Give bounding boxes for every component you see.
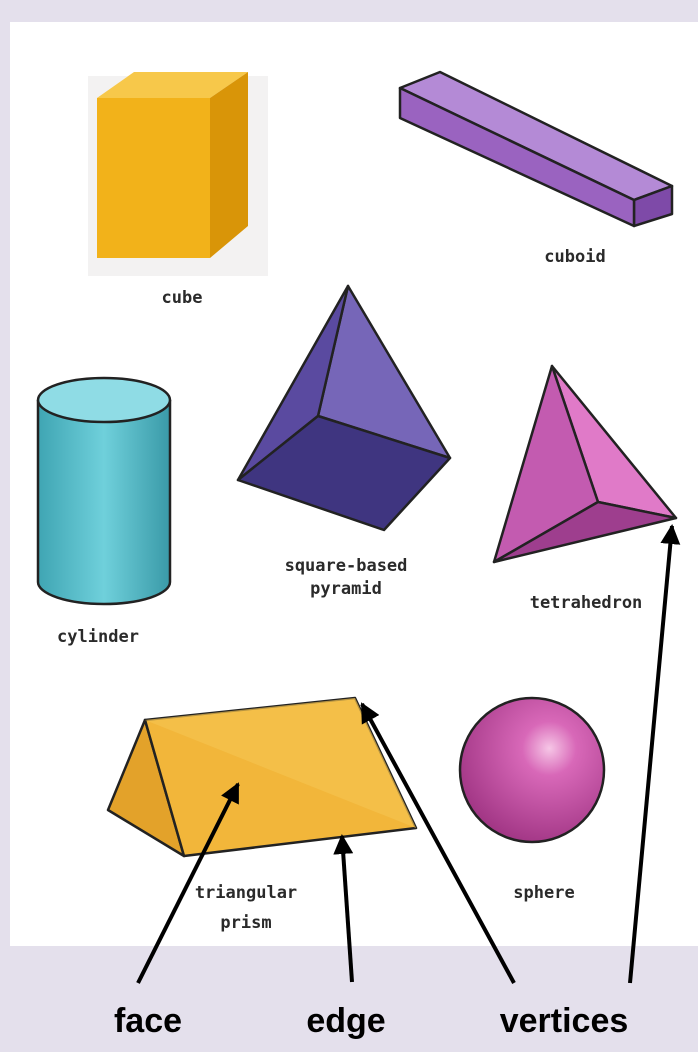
tetrahedron-label: tetrahedron [530,593,643,613]
face-term: face [114,1002,182,1040]
cuboid-label: cuboid [544,247,605,267]
edge-term: edge [306,1002,385,1040]
sphere-label: sphere [513,883,574,903]
prism-label-line1: triangular [195,883,297,903]
tetrahedron-shape [494,366,676,562]
sphere-shape [460,698,604,842]
cube-label: cube [162,288,203,308]
vertices-term: vertices [500,1002,629,1040]
pyramid-label-line1: square-based [285,556,408,576]
prism-label-line2: prism [220,913,271,933]
cylinder-label: cylinder [57,627,139,647]
cuboid-shape [400,72,672,226]
pyramid-label-line2: pyramid [310,579,382,599]
cube-shape [88,72,268,276]
pyramid-shape [238,286,450,530]
cylinder-shape [38,378,170,604]
edge-arrow [342,836,352,982]
